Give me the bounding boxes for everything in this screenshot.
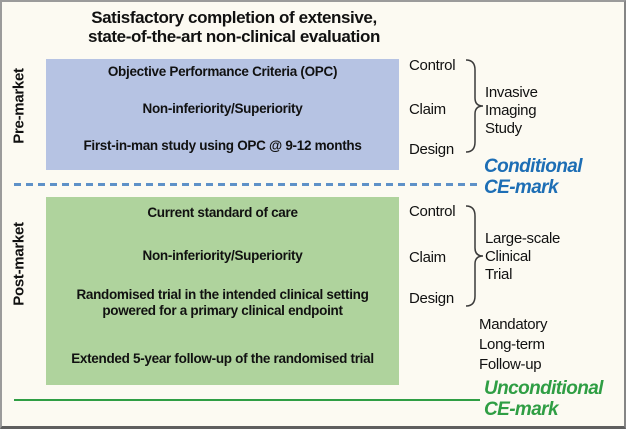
row-label-design: Design — [409, 290, 454, 307]
brace-icon — [465, 59, 484, 153]
pre-market-item: Non-inferiority/Superiority — [142, 101, 303, 116]
follow-up-note: Mandatory Long-term Follow-up — [479, 316, 548, 373]
pre-market-label: Pre-market — [10, 68, 28, 144]
post-market-item: Current standard of care — [147, 205, 298, 220]
pre-market-item: First-in-man study using OPC @ 9-12 mont… — [83, 138, 362, 153]
post-market-item: Extended 5-year follow-up of the randomi… — [71, 351, 374, 366]
post-market-label: Post-market — [10, 222, 28, 306]
row-label-claim: Claim — [409, 249, 446, 266]
post-market-item: Non-inferiority/Superiority — [142, 248, 303, 263]
post-market-box: Current standard of care Non-inferiority… — [46, 197, 399, 385]
row-label-claim: Claim — [409, 101, 446, 118]
conditional-ce-mark-label: Conditional CE-mark — [484, 156, 582, 198]
row-label-control: Control — [409, 57, 456, 74]
row-label-control: Control — [409, 203, 456, 220]
pre-market-item: Objective Performance Criteria (OPC) — [107, 64, 338, 79]
diagram-title: Satisfactory completion of extensive, st… — [88, 8, 380, 46]
post-market-item: Randomised trial in the intended clinica… — [76, 287, 369, 318]
row-label-design: Design — [409, 141, 454, 158]
brace-icon — [465, 205, 484, 307]
unconditional-divider-line — [14, 399, 480, 401]
pre-market-box: Objective Performance Criteria (OPC) Non… — [46, 59, 399, 170]
invasive-imaging-study-label: Invasive Imaging Study — [485, 84, 538, 137]
conditional-divider-line — [14, 183, 477, 186]
unconditional-ce-mark-label: Unconditional CE-mark — [484, 378, 603, 420]
large-scale-clinical-trial-label: Large-scale Clinical Trial — [485, 230, 561, 283]
